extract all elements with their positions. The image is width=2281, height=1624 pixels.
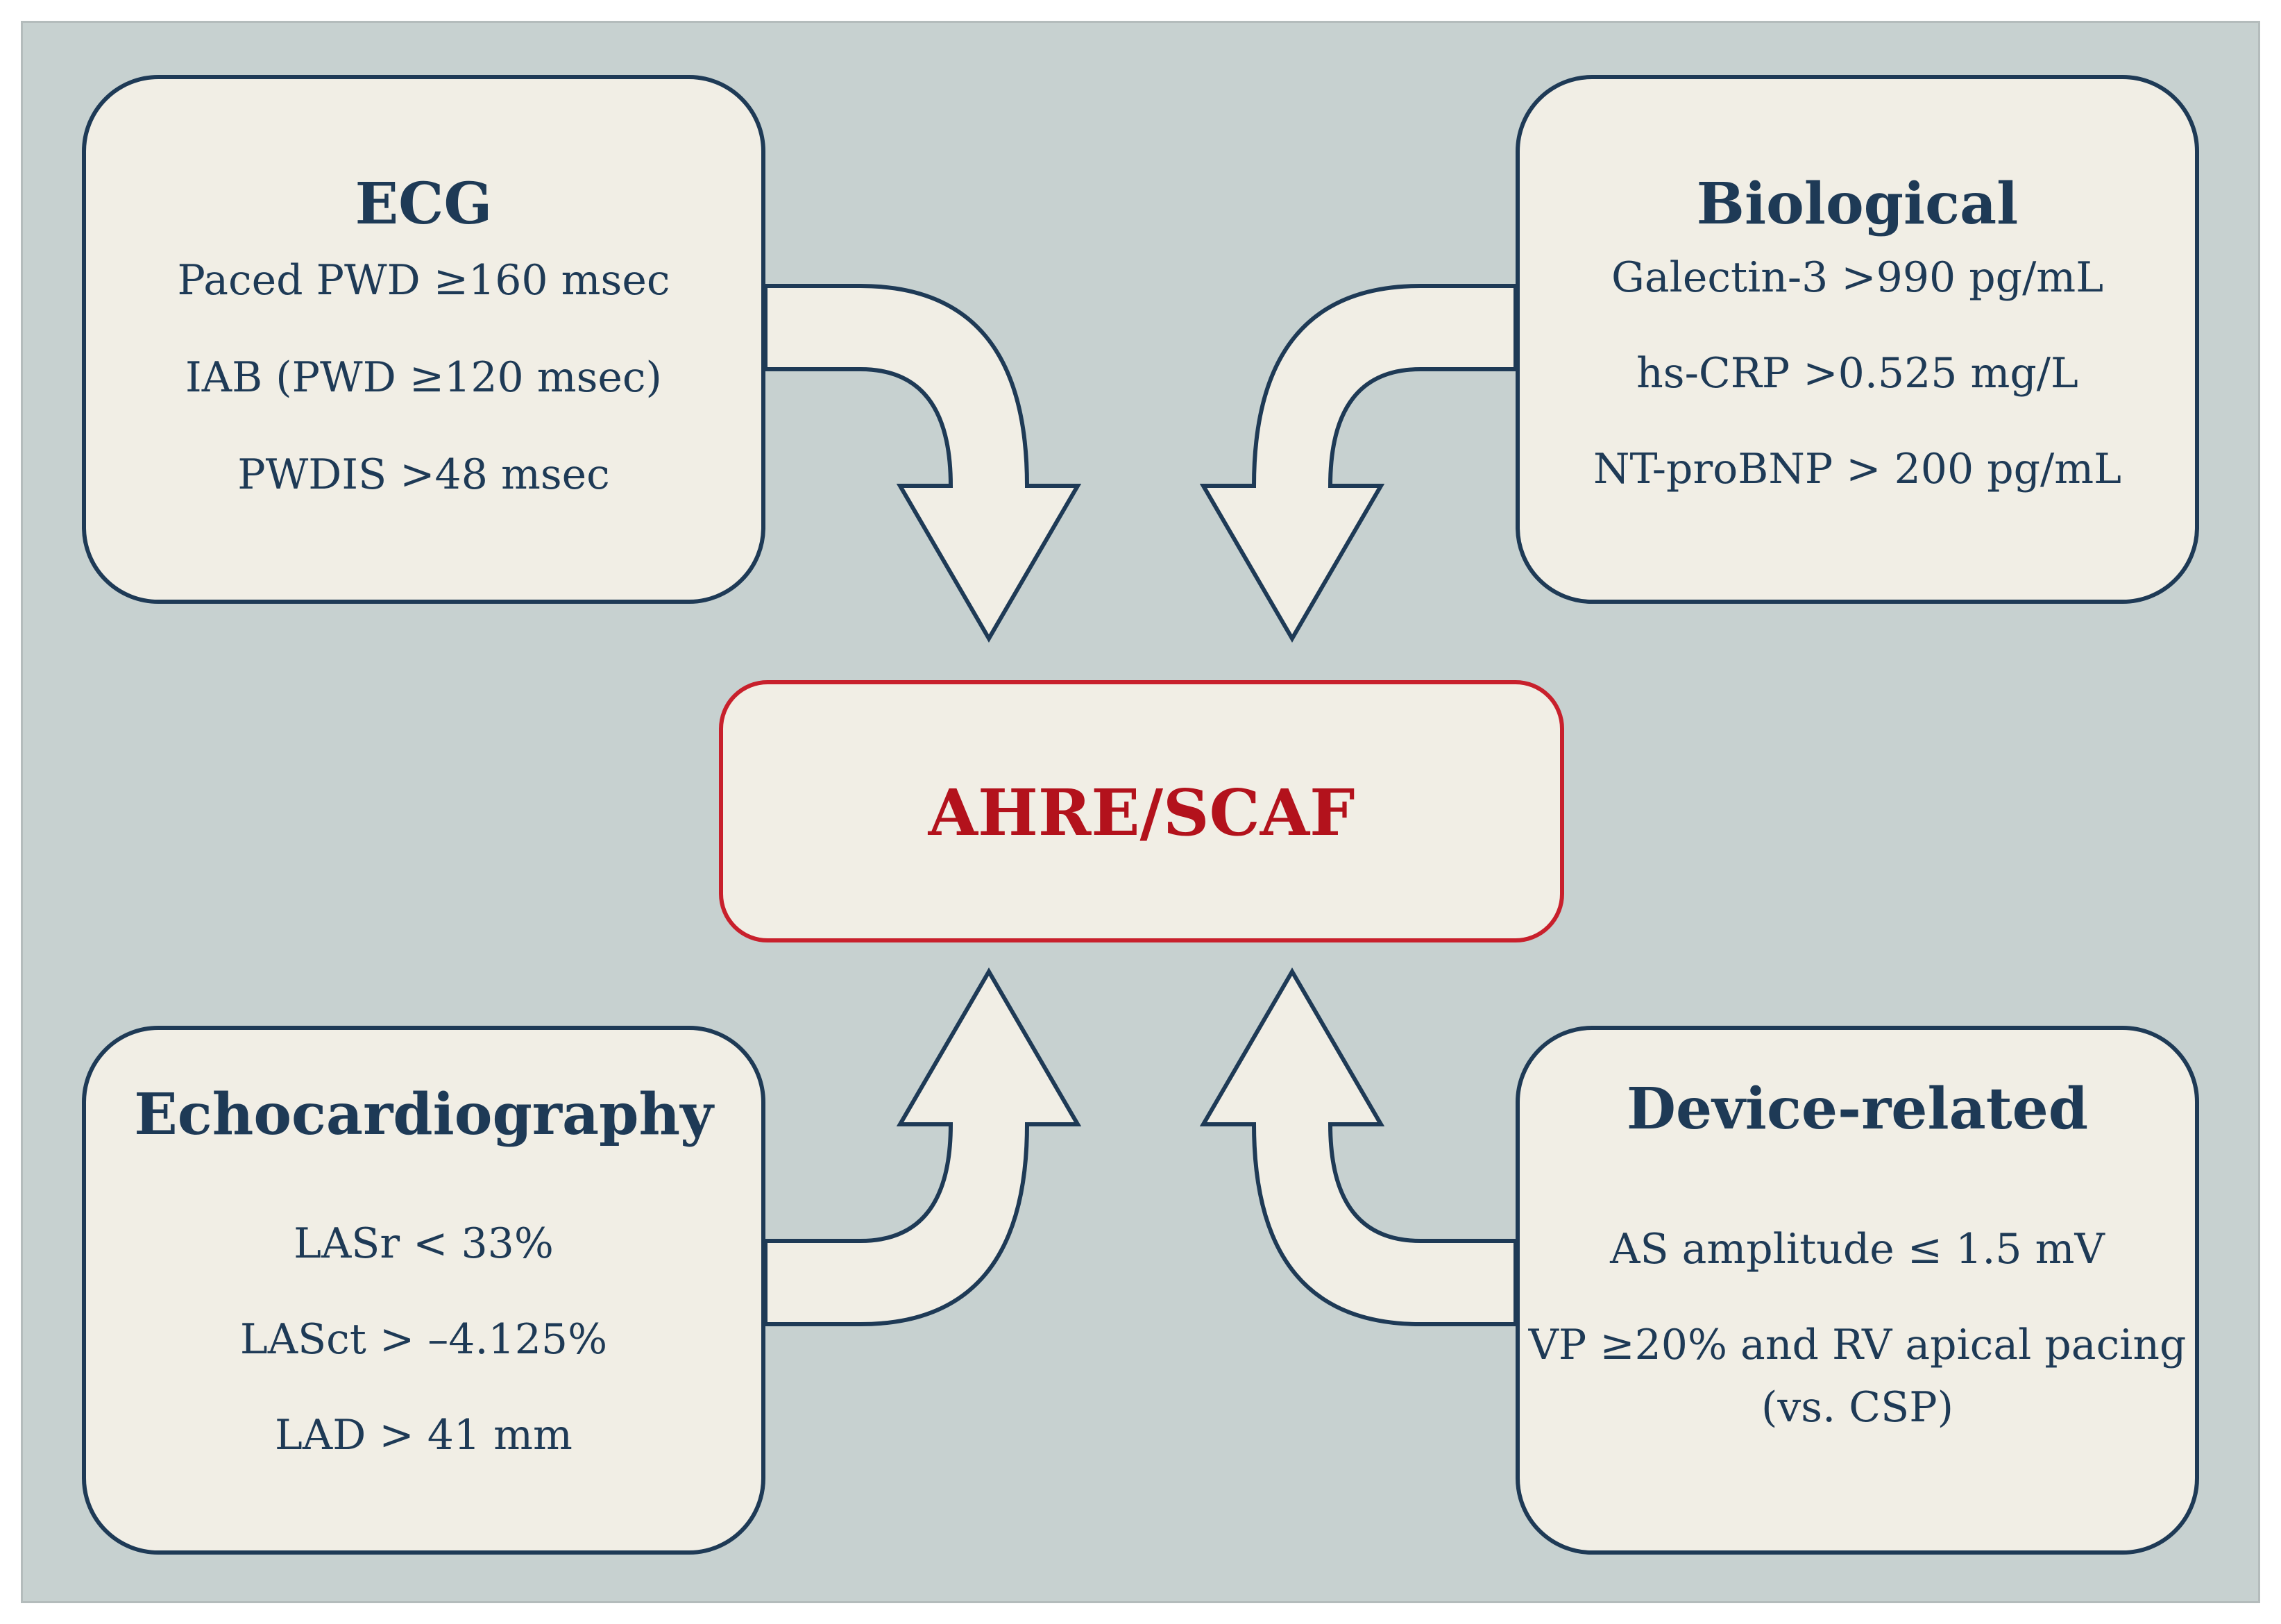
arrow-device-to-center xyxy=(1199,967,1518,1326)
arrow-echo-to-center xyxy=(763,967,1082,1326)
echocardiography-item: LAD > 41 mm xyxy=(275,1411,573,1460)
ecg-item: PWDIS >48 msec xyxy=(237,450,610,499)
ecg-title: ECG xyxy=(355,171,493,237)
device-related-item: VP ≥20% and RV apical pacing xyxy=(1528,1321,2187,1369)
center-label: AHRE/SCAF xyxy=(928,775,1355,850)
device-related-title: Device-related xyxy=(1626,1076,2089,1142)
center-box: AHRE/SCAF xyxy=(719,680,1564,942)
arrow-ecg-to-center xyxy=(763,284,1082,643)
device-related-item: (vs. CSP) xyxy=(1761,1383,1954,1432)
echocardiography-item: LASr < 33% xyxy=(294,1219,554,1268)
echocardiography-item: LASct > –4.125% xyxy=(239,1315,608,1364)
ecg-item: IAB (PWD ≥120 msec) xyxy=(185,353,662,402)
biological-item: hs-CRP >0.525 mg/L xyxy=(1636,349,2078,398)
echocardiography-box: Echocardiography LASr < 33% LASct > –4.1… xyxy=(82,1026,765,1555)
arrow-biological-to-center xyxy=(1199,284,1518,643)
biological-item: NT-proBNP > 200 pg/mL xyxy=(1593,445,2121,493)
device-related-box: Device-related AS amplitude ≤ 1.5 mV VP … xyxy=(1516,1026,2199,1555)
ecg-item: Paced PWD ≥160 msec xyxy=(177,256,670,305)
device-related-item: AS amplitude ≤ 1.5 mV xyxy=(1610,1225,2105,1274)
biological-box: Biological Galectin-3 >990 pg/mL hs-CRP … xyxy=(1516,75,2199,604)
echocardiography-title: Echocardiography xyxy=(134,1081,713,1148)
ecg-box: ECG Paced PWD ≥160 msec IAB (PWD ≥120 ms… xyxy=(82,75,765,604)
biological-item: Galectin-3 >990 pg/mL xyxy=(1611,253,2104,302)
biological-title: Biological xyxy=(1696,171,2019,237)
